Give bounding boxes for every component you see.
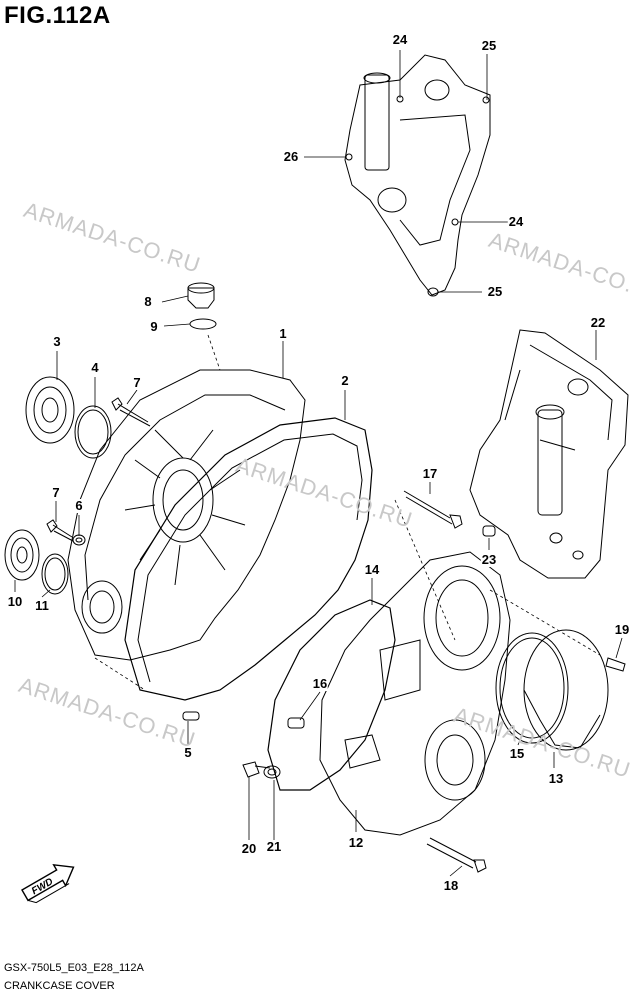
- callout-label: 17: [421, 466, 439, 481]
- callout-label: 12: [347, 835, 365, 850]
- part-1-crankcase-cover: [67, 369, 306, 661]
- part-16-dowel-pin: [287, 717, 305, 729]
- callout-label: 25: [480, 38, 498, 53]
- callout-label: 1: [278, 326, 288, 341]
- part-17-bolt: [403, 490, 463, 529]
- fwd-arrow: FWD: [21, 863, 75, 904]
- callout-label: 23: [480, 552, 498, 567]
- callout-label: 20: [240, 841, 258, 856]
- part-3-seal: [25, 376, 75, 444]
- callout-label: 15: [508, 746, 526, 761]
- callout-label: 2: [340, 373, 350, 388]
- part-19-bolt: [605, 657, 626, 672]
- part-2-gasket: [124, 417, 373, 701]
- part-21-washer: [263, 765, 281, 779]
- callout-label: 26: [282, 149, 300, 164]
- part-13-cover: [523, 629, 609, 751]
- callout-label: 14: [363, 562, 381, 577]
- part-upper-plate: [344, 54, 491, 297]
- part-8-filler-cap: [187, 282, 215, 309]
- part-18-bolt: [426, 837, 487, 873]
- callout-label: 6: [74, 498, 84, 513]
- part-7-bolt-upper: [111, 397, 151, 427]
- callout-label: 24: [507, 214, 525, 229]
- callout-label: 18: [442, 878, 460, 893]
- callout-label: 22: [589, 315, 607, 330]
- figure-title: FIG.112A: [4, 2, 111, 29]
- part-5-dowel-pin: [182, 711, 200, 721]
- callout-label: 7: [132, 375, 142, 390]
- part-22-cover: [469, 329, 629, 579]
- callout-label: 8: [143, 294, 153, 309]
- callout-label: 24: [391, 32, 409, 47]
- callout-label: 25: [486, 284, 504, 299]
- callout-label: 11: [34, 598, 50, 613]
- part-10-seal: [4, 529, 40, 581]
- figure-code: GSX-750L5_E03_E28_112A: [4, 962, 144, 974]
- callout-label: 13: [547, 771, 565, 786]
- callout-label: 5: [183, 745, 193, 760]
- callout-label: 16: [311, 676, 329, 691]
- part-20-bolt: [242, 761, 271, 778]
- part-4-o-ring: [74, 405, 112, 459]
- leader-lines: [14, 50, 623, 877]
- part-7-bolt-lower: [46, 519, 74, 542]
- callout-label: 7: [51, 485, 61, 500]
- callout-label: 3: [52, 334, 62, 349]
- callout-label: 19: [613, 622, 631, 637]
- callout-label: 4: [90, 360, 100, 375]
- callout-label: 10: [6, 594, 24, 609]
- part-23-dowel-pin: [482, 525, 496, 537]
- figure-name: CRANKCASE COVER: [4, 980, 115, 992]
- part-15-o-ring: [495, 632, 569, 744]
- callout-label: 9: [149, 319, 159, 334]
- part-9-o-ring: [189, 318, 217, 330]
- callout-label: 21: [265, 839, 283, 854]
- part-6-washer: [72, 534, 86, 546]
- part-12-clutch-cover: [319, 551, 511, 836]
- part-14-gasket: [267, 599, 396, 791]
- part-11-o-ring: [41, 553, 69, 595]
